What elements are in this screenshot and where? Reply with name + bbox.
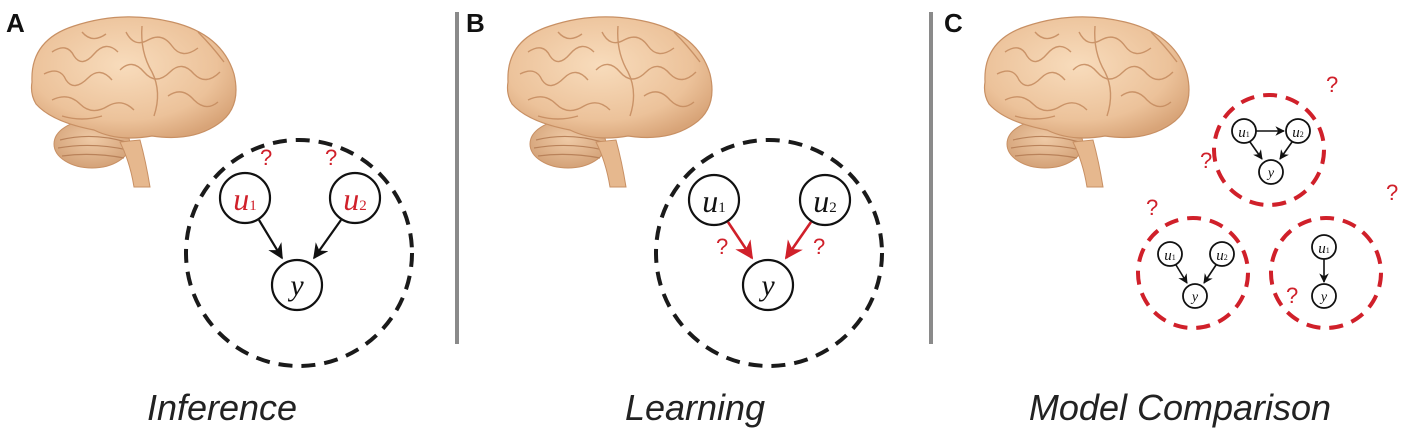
node-u2-label: u2 bbox=[1292, 125, 1304, 141]
panel-learning: u1 u2 y ? ? Learning bbox=[506, 16, 884, 428]
model-3: u1 y ? ? bbox=[1269, 180, 1398, 330]
question-model-1b: ? bbox=[1200, 148, 1212, 173]
edge-u1-y bbox=[258, 219, 283, 260]
edge-u2-y bbox=[1279, 141, 1293, 160]
brain-icon bbox=[506, 16, 713, 188]
model-boundary bbox=[1212, 93, 1326, 207]
node-y-label: y bbox=[758, 269, 775, 302]
node-u2 bbox=[1209, 241, 1235, 267]
model-boundary bbox=[654, 138, 884, 368]
node-y-label: y bbox=[1266, 166, 1275, 181]
model-1: u1 u2 y ? ? bbox=[1200, 72, 1338, 207]
question-u2: ? bbox=[325, 145, 337, 170]
model-2: u1 u2 y ? bbox=[1136, 195, 1250, 330]
model-boundary bbox=[1269, 216, 1383, 330]
node-u2 bbox=[798, 173, 852, 227]
edge-u2-y bbox=[313, 219, 342, 260]
question-model-3b: ? bbox=[1286, 283, 1298, 308]
question-model-1a: ? bbox=[1326, 72, 1338, 97]
node-u2-label: u2 bbox=[1216, 248, 1228, 264]
question-model-2: ? bbox=[1146, 195, 1158, 220]
edge-u1-y bbox=[1249, 141, 1263, 160]
node-y bbox=[1311, 283, 1337, 309]
node-u2-label: u2 bbox=[813, 183, 837, 219]
node-u1-label: u1 bbox=[1164, 248, 1176, 264]
caption-model-comparison: Model Comparison bbox=[1029, 387, 1331, 428]
model-boundary bbox=[184, 138, 414, 368]
node-y bbox=[1258, 159, 1284, 185]
question-u1: ? bbox=[260, 145, 272, 170]
panel-model-comparison: u1 u2 y ? ? u1 u2 y ? u bbox=[983, 16, 1398, 428]
question-edge-1: ? bbox=[716, 234, 728, 259]
node-u1 bbox=[218, 171, 272, 225]
panel-letter-b: B bbox=[466, 8, 485, 38]
panel-letter-a: A bbox=[6, 8, 25, 38]
edge-u1-y bbox=[1175, 264, 1188, 284]
node-y bbox=[741, 258, 795, 312]
model-boundary bbox=[1136, 216, 1250, 330]
brain-icon bbox=[30, 16, 237, 188]
panel-letter-c: C bbox=[944, 8, 963, 38]
caption-inference: Inference bbox=[147, 387, 297, 428]
node-y bbox=[270, 258, 324, 312]
node-u1-label: u1 bbox=[1318, 241, 1330, 257]
node-u1-label: u1 bbox=[1238, 125, 1250, 141]
node-u1-label: u1 bbox=[233, 181, 257, 217]
edge-u2-y bbox=[784, 221, 813, 260]
node-u1-label: u1 bbox=[702, 183, 726, 219]
node-y-label: y bbox=[1319, 290, 1328, 305]
node-u1 bbox=[1157, 241, 1183, 267]
question-edge-2: ? bbox=[813, 234, 825, 259]
brain-icon bbox=[983, 16, 1190, 188]
node-y bbox=[1182, 283, 1208, 309]
question-model-3a: ? bbox=[1386, 180, 1398, 205]
node-u2 bbox=[1285, 118, 1311, 144]
node-y-label: y bbox=[1190, 290, 1199, 305]
panel-inference: u1 u2 y ? ? Inference bbox=[30, 16, 414, 428]
node-u2-label: u2 bbox=[343, 181, 367, 217]
caption-learning: Learning bbox=[625, 387, 765, 428]
node-y-label: y bbox=[287, 269, 304, 302]
edge-u2-y bbox=[1203, 264, 1217, 284]
edge-u1-y bbox=[726, 221, 754, 260]
node-u2 bbox=[328, 171, 382, 225]
node-u1 bbox=[687, 173, 741, 227]
